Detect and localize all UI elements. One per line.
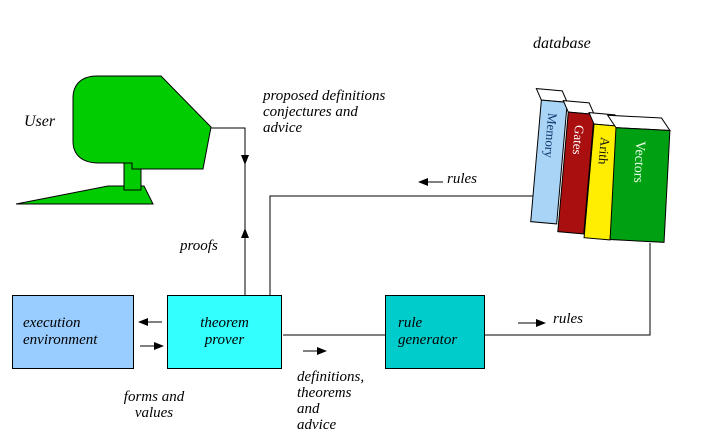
book-memory: Memory bbox=[530, 88, 569, 225]
rules-right-arrowhead bbox=[536, 319, 546, 327]
book-arith-title: Arith bbox=[596, 136, 613, 165]
definitions-output-line4: advice bbox=[297, 417, 337, 433]
definitions-output-line2: theorems bbox=[297, 385, 352, 401]
definitions-output-label: definitions, theorems and advice bbox=[297, 369, 364, 433]
rules-top-label: rules bbox=[447, 171, 477, 187]
computer-base-shape bbox=[15, 185, 154, 205]
theorem-prover-label-line1: theorem bbox=[200, 315, 249, 331]
book-memory-title: Memory bbox=[541, 112, 560, 158]
down-arrowhead bbox=[241, 155, 249, 165]
prover-output-arrowhead bbox=[317, 347, 327, 355]
proposed-definitions-line2: conjectures and bbox=[263, 104, 358, 120]
rule-generator-box: rule generator bbox=[385, 295, 485, 369]
exec-to-prover-arrowhead bbox=[154, 342, 164, 350]
proofs-label: proofs bbox=[180, 238, 218, 254]
user-computer-shape bbox=[15, 75, 212, 205]
arrowheads bbox=[138, 155, 546, 355]
user-label: User bbox=[24, 113, 56, 130]
book-vectors-cover bbox=[609, 127, 671, 243]
rules-top-arrowhead bbox=[418, 178, 428, 186]
execution-environment-label-line1: execution bbox=[23, 315, 81, 331]
database-to-prover-rules-line bbox=[269, 195, 537, 295]
proposed-definitions-label: proposed definitions conjectures and adv… bbox=[263, 88, 385, 136]
rulegen-to-database-rules-line bbox=[485, 243, 651, 336]
book-vectors: Vectors bbox=[606, 114, 671, 243]
database-label: database bbox=[533, 35, 591, 52]
forms-values-line2: values bbox=[134, 405, 174, 421]
rules-right-label: rules bbox=[553, 311, 583, 327]
rule-generator-label-line2: generator bbox=[398, 332, 458, 348]
forms-values-line1: forms and bbox=[123, 389, 185, 405]
database-books: Memory Gates Arith Vectors bbox=[530, 88, 671, 243]
theorem-prover-label-line2: prover bbox=[204, 332, 245, 348]
book-memory-cover bbox=[530, 99, 568, 225]
definitions-output-line1: definitions, bbox=[297, 369, 365, 385]
proposed-definitions-line3: advice bbox=[263, 120, 303, 136]
prover-to-exec-arrowhead bbox=[138, 318, 148, 326]
book-gates-cover bbox=[557, 111, 595, 235]
definitions-output-line3: and bbox=[297, 401, 320, 417]
proposed-definitions-line1: proposed definitions bbox=[263, 88, 386, 104]
forms-values-label: forms and values bbox=[108, 389, 200, 421]
rule-generator-label-line1: rule bbox=[398, 315, 423, 331]
book-vectors-title: Vectors bbox=[630, 141, 647, 184]
computer-monitor-shape bbox=[72, 75, 212, 170]
book-gates-title: Gates bbox=[570, 124, 588, 155]
up-arrowhead bbox=[241, 228, 249, 238]
execution-environment-label-line2: environment bbox=[23, 332, 98, 348]
book-gates: Gates bbox=[557, 100, 595, 235]
user-to-prover-line bbox=[211, 127, 246, 295]
execution-environment-box: execution environment bbox=[12, 295, 134, 369]
theorem-prover-box: theorem prover bbox=[167, 295, 282, 369]
